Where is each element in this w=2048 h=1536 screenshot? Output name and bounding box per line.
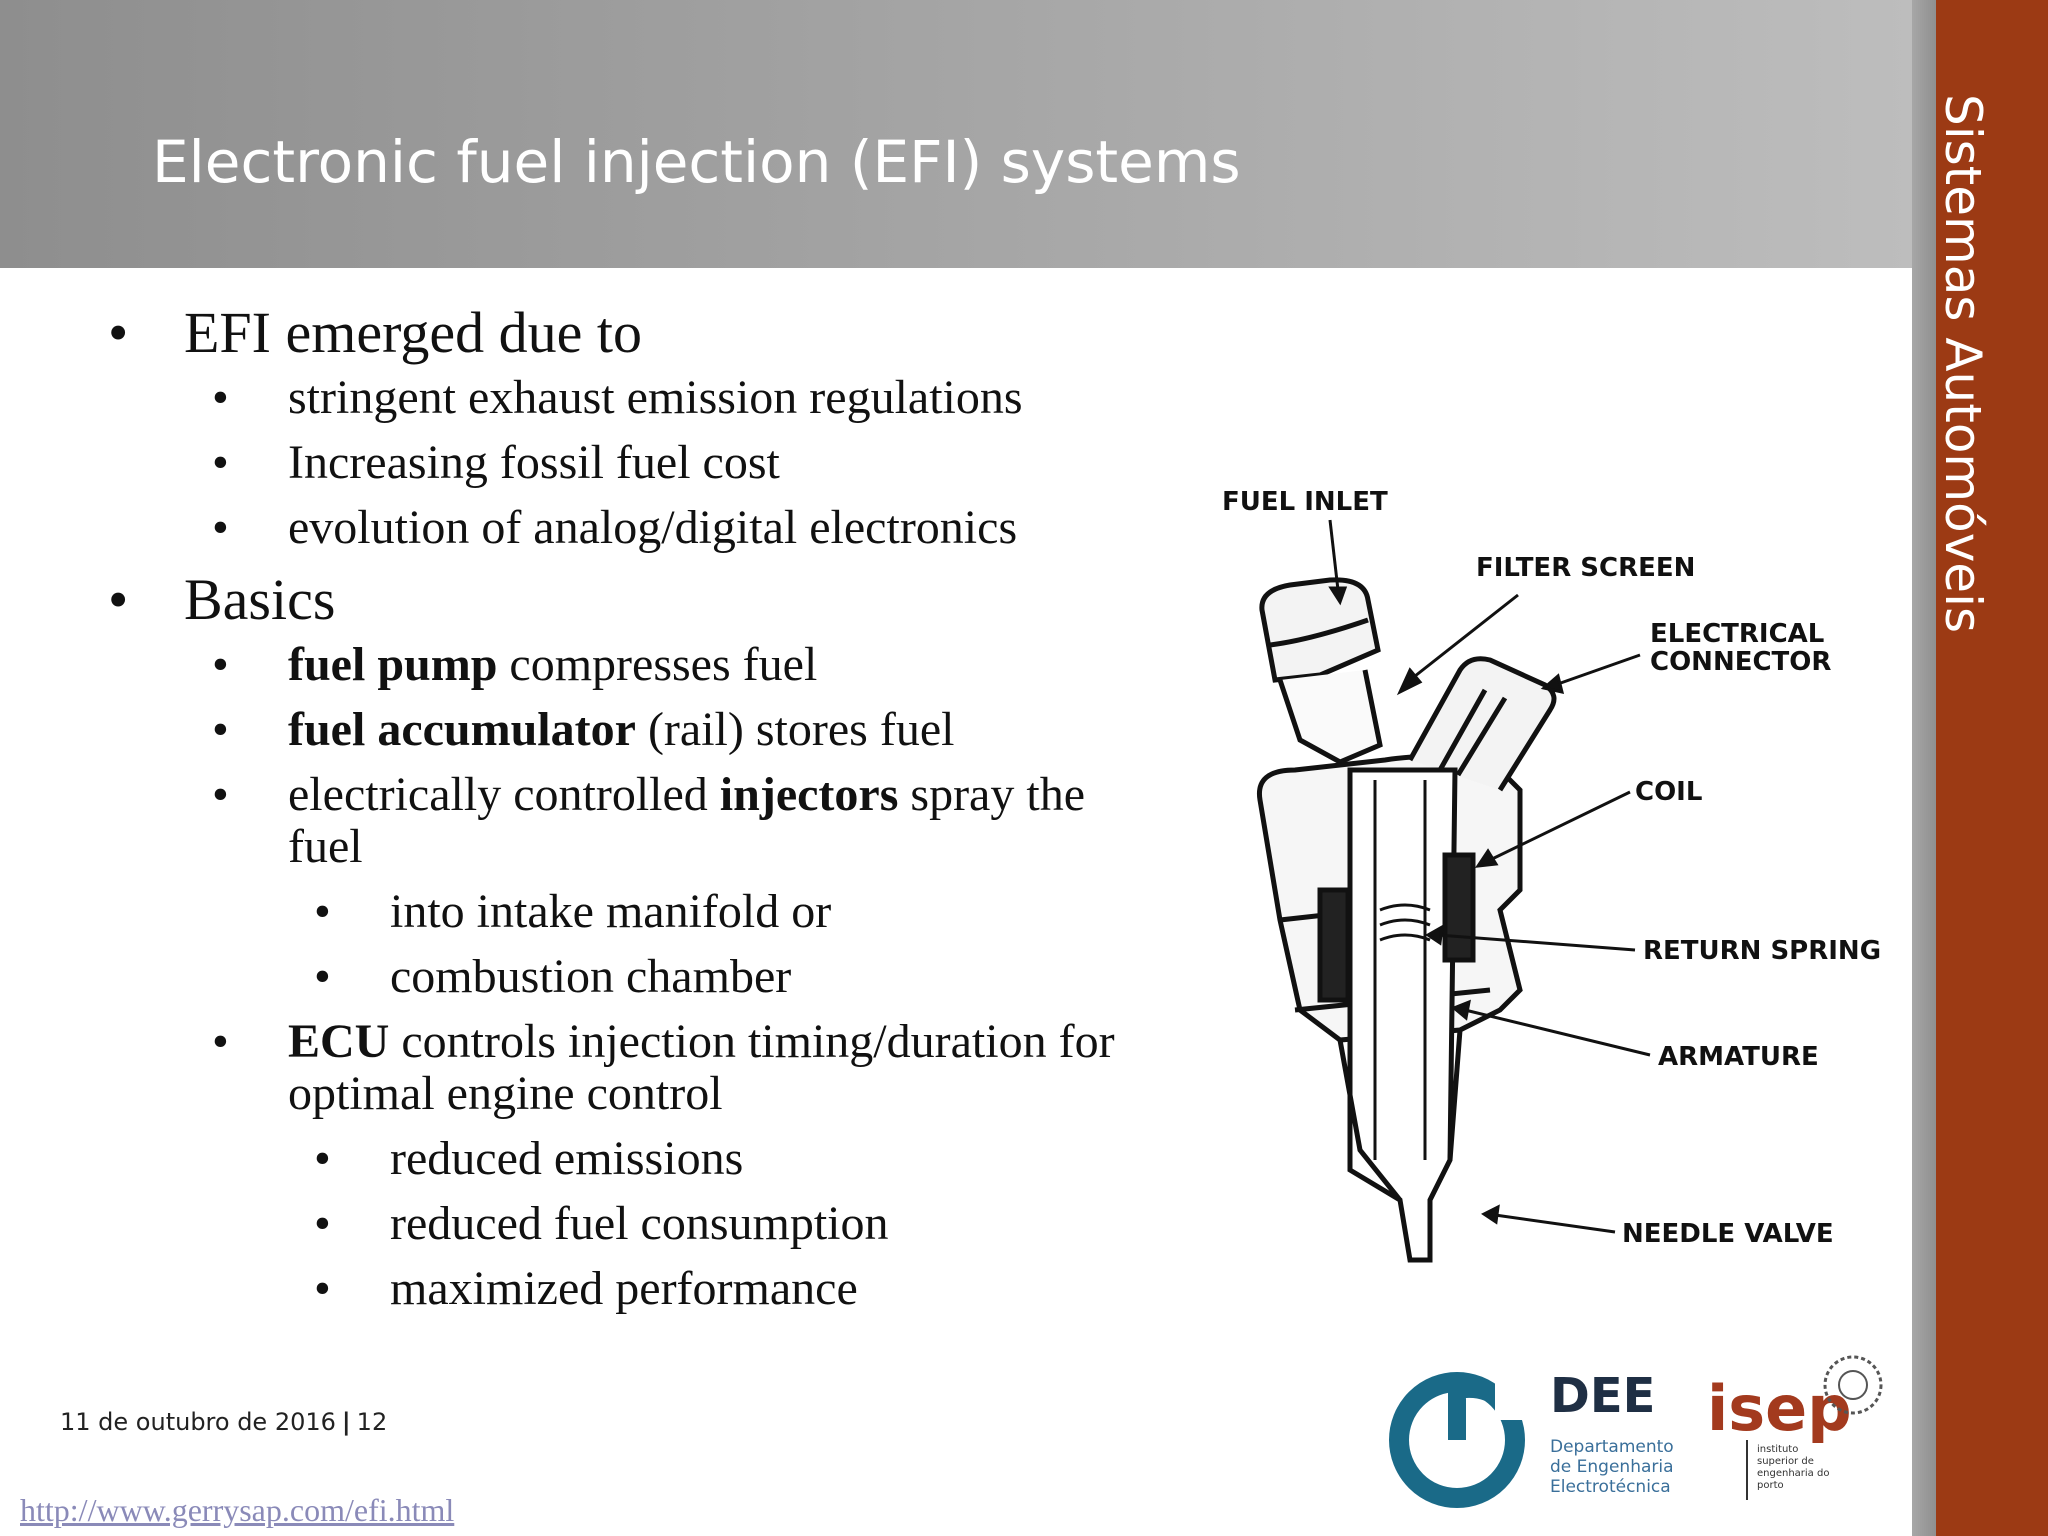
- label-fuel-inlet: FUEL INLET: [1222, 487, 1388, 517]
- fuel-injector-diagram: FUEL INLET FILTER SCREEN ELECTRICAL CONN…: [1222, 487, 1881, 1263]
- label-return-spring: RETURN SPRING: [1643, 936, 1881, 966]
- dee-title: DEE: [1550, 1368, 1655, 1424]
- diagram-labels: FUEL INLET FILTER SCREEN ELECTRICAL CONN…: [1222, 487, 1881, 1249]
- dee-subtitle-2: de Engenharia: [1550, 1457, 1674, 1477]
- sidebar-title: Sistemas Automóveis: [1934, 94, 1992, 634]
- sidebar-band: [1936, 0, 2048, 1536]
- slide-title: Electronic fuel injection (EFI) systems: [152, 128, 1241, 196]
- label-leaders: [1328, 519, 1651, 1234]
- dee-logo-icon: [1389, 1372, 1525, 1508]
- page-number: 12: [356, 1408, 388, 1436]
- label-electrical-connector: ELECTRICAL: [1650, 619, 1824, 649]
- bullet-item: •reduced emissions: [314, 1132, 744, 1185]
- bullet-item: •Basics: [108, 567, 336, 632]
- label-armature: ARMATURE: [1658, 1042, 1819, 1072]
- bullet-item: •reduced fuel consumption: [314, 1197, 889, 1250]
- footer-separator: |: [341, 1408, 351, 1436]
- isep-seal-icon: [1823, 1355, 1883, 1415]
- label-needle-valve: NEEDLE VALVE: [1622, 1219, 1834, 1249]
- footer-date: 11 de outubro de 2016: [60, 1408, 336, 1436]
- bullet-item: •stringent exhaust emission regulations: [212, 371, 1023, 424]
- label-electrical-connector-2: CONNECTOR: [1650, 647, 1831, 677]
- bullet-item: •EFI emerged due to: [108, 300, 642, 365]
- bullet-item: •ECU controls injection timing/duration …: [212, 1015, 1115, 1120]
- injector-body: [1256, 577, 1557, 1263]
- dee-subtitle-3: Electrotécnica: [1550, 1477, 1671, 1497]
- bullet-item: •evolution of analog/digital electronics: [212, 501, 1018, 554]
- title-bar: Electronic fuel injection (EFI) systems: [0, 0, 1912, 268]
- isep-subtitle-4: porto: [1757, 1480, 1784, 1491]
- bullet-item: •electrically controlled injectors spray…: [212, 768, 1085, 873]
- source-link[interactable]: http://www.gerrysap.com/efi.html: [20, 1492, 455, 1528]
- bullet-item: •maximized performance: [314, 1262, 858, 1315]
- bullet-item: •combustion chamber: [314, 950, 792, 1003]
- bullet-item: •Increasing fossil fuel cost: [212, 436, 780, 489]
- isep-wordmark: isep: [1707, 1372, 1852, 1445]
- bullet-item: •into intake manifold or: [314, 885, 832, 938]
- bullet-item: •fuel accumulator (rail) stores fuel: [212, 703, 955, 756]
- institution-logos: DEE Departamento de Engenharia Electroté…: [1389, 1355, 1883, 1508]
- bullet-list: •EFI emerged due to •stringent exhaust e…: [0, 300, 1160, 1328]
- label-filter-screen: FILTER SCREEN: [1476, 553, 1695, 583]
- label-coil: COIL: [1635, 777, 1702, 807]
- isep-subtitle-3: engenharia do: [1757, 1468, 1829, 1479]
- bullet-item: •fuel pump compresses fuel: [212, 638, 818, 691]
- dee-subtitle-1: Departamento: [1550, 1437, 1674, 1457]
- isep-subtitle-1: instituto: [1757, 1444, 1798, 1455]
- slide-footer: 11 de outubro de 2016|12: [60, 1408, 387, 1436]
- sidebar-divider: [1912, 0, 1936, 1536]
- isep-subtitle-2: superior de: [1757, 1456, 1814, 1467]
